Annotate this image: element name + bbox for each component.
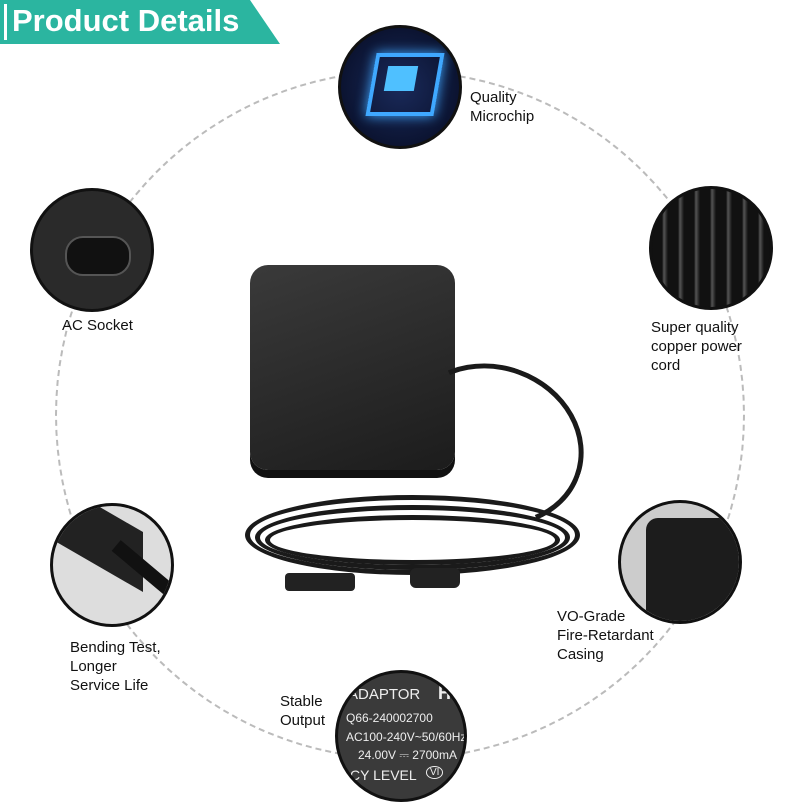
- banner-divider: [4, 4, 7, 40]
- adapter-body: [250, 265, 455, 470]
- stable-output-label: Stable Output: [280, 693, 326, 729]
- product-details-banner: Product Details: [0, 0, 280, 44]
- casing-label: VO-Grade Fire-Retardant Casing: [557, 608, 654, 663]
- microchip-detail: [338, 25, 462, 149]
- label-brand: H: [438, 683, 451, 703]
- label-level: CY LEVEL: [350, 767, 417, 783]
- bending-test-detail: [50, 503, 174, 627]
- rating-label-detail: ADAPTOR H Q66-240002700 AC100-240V~50/60…: [335, 670, 467, 802]
- cable-coil: [255, 505, 570, 570]
- microchip-label: Quality Microchip: [470, 89, 535, 125]
- bending-test-label: Bending Test, Longer Service Life: [70, 639, 161, 694]
- ac-socket-detail: [30, 188, 154, 312]
- label-level-mark: VI: [426, 766, 444, 779]
- cable-coil: [265, 515, 560, 565]
- power-cord-label: Super quality copper power cord: [651, 319, 742, 374]
- label-model: Q66-240002700: [346, 711, 433, 725]
- banner-title: Product Details: [12, 3, 240, 38]
- dc-plug: [285, 573, 355, 591]
- label-title: ADAPTOR: [348, 686, 421, 703]
- ac-socket-label: AC Socket: [62, 317, 133, 334]
- ferrite-bead: [410, 568, 460, 588]
- label-input: AC100-240V~50/60Hz: [346, 730, 467, 744]
- power-cord-detail: [649, 186, 773, 310]
- label-output: 24.00V ⎓ 2700mA: [358, 748, 457, 762]
- casing-detail: [618, 500, 742, 624]
